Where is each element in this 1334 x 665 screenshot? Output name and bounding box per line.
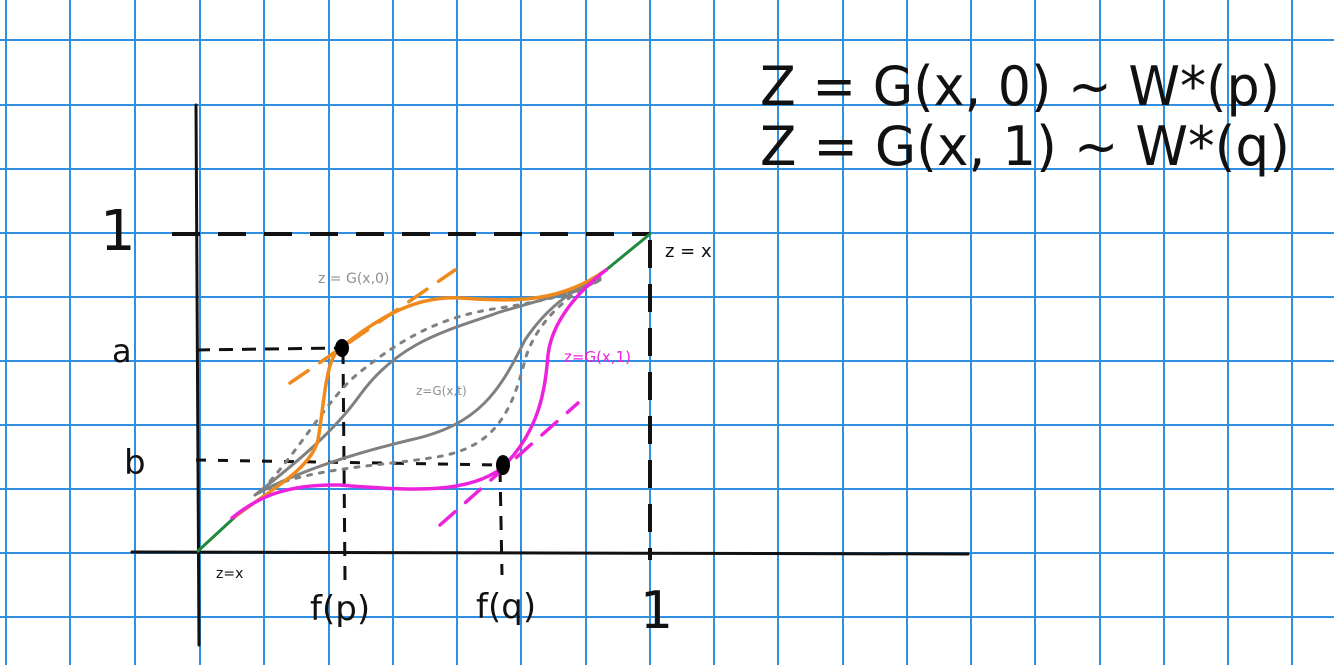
key-points <box>335 339 510 475</box>
x-label-fq: f(q) <box>476 587 536 627</box>
identity-line <box>196 232 652 553</box>
curve-gt-dotted-lower <box>260 278 602 492</box>
y-label-b: b <box>124 443 146 483</box>
equation-line-1: Z = G(x, 0) ~ W*(p) <box>760 55 1280 118</box>
x-label-one: 1 <box>640 581 673 641</box>
axis-labels: 1 a b f(p) f(q) 1 <box>100 199 673 641</box>
y-axis <box>194 103 201 647</box>
y-label-one: 1 <box>100 199 136 264</box>
axes <box>130 103 970 647</box>
b-dashed-line <box>195 458 501 467</box>
fq-dashed-line <box>498 467 504 576</box>
x-axis <box>130 550 970 556</box>
label-g0: z = G(x,0) <box>318 271 389 287</box>
tangent-at-b <box>438 401 580 527</box>
curve-gt-dotted-upper <box>260 278 602 492</box>
y-label-a: a <box>112 332 132 370</box>
curve-labels: z = G(x,0) z=G(x,1) z=G(x,t) z = x z=x <box>216 241 712 582</box>
x-label-fp: f(p) <box>310 589 370 629</box>
intermediate-curves <box>253 276 602 497</box>
curve-gt-lower <box>253 276 602 497</box>
label-g1: z=G(x,1) <box>564 348 631 366</box>
guide-lines <box>172 232 652 581</box>
label-diag-bottom: z=x <box>216 566 243 582</box>
label-diag-top: z = x <box>665 241 712 262</box>
point-fq-b <box>496 455 510 475</box>
tangent-at-a <box>288 268 457 385</box>
curve-gt-upper <box>253 276 602 497</box>
equation-line-2: Z = G(x, 1) ~ W*(q) <box>760 115 1290 178</box>
a-dashed-line <box>195 346 341 352</box>
label-gt: z=G(x,t) <box>416 384 467 398</box>
equation-block: Z = G(x, 0) ~ W*(p) Z = G(x, 1) ~ W*(q) <box>760 55 1290 178</box>
point-fp-a <box>335 339 349 357</box>
